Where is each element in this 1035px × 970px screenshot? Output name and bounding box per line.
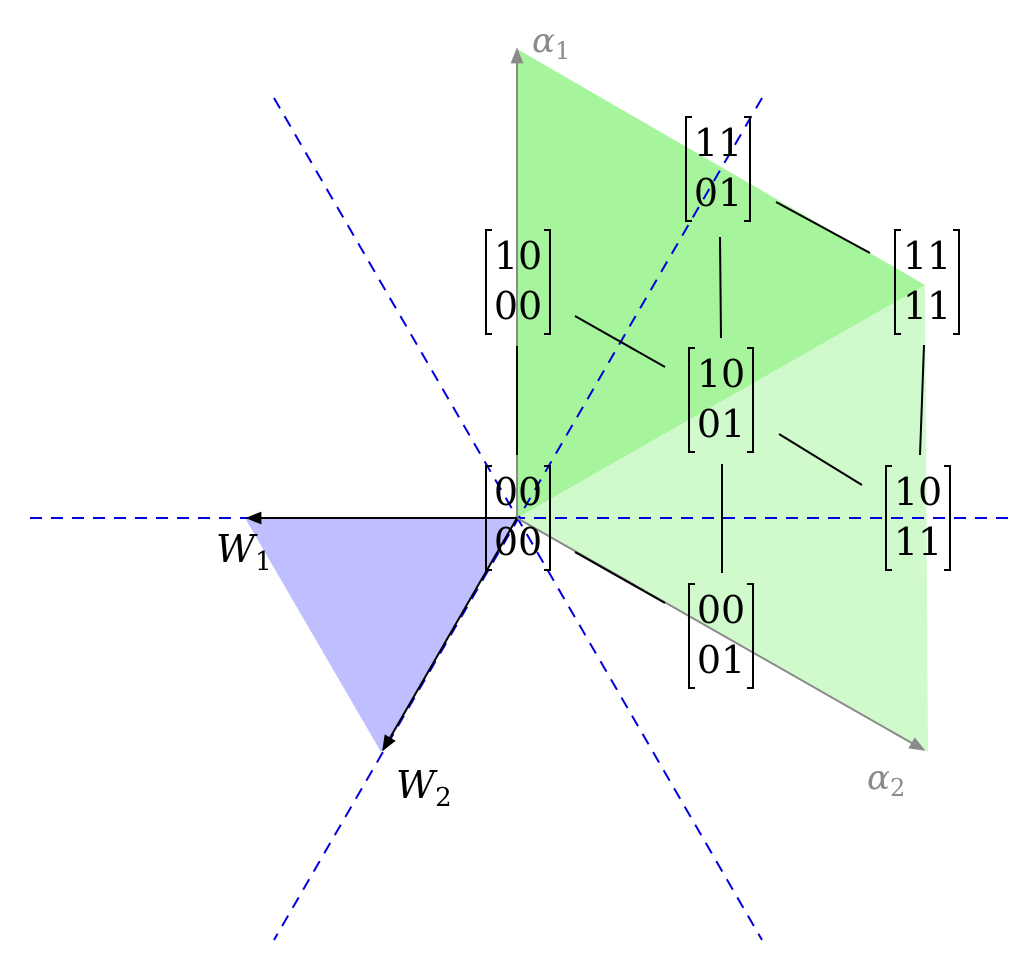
matrix-top-row: 10 (494, 234, 542, 278)
matrix-11-11: 11 11 (894, 229, 960, 335)
hasse-edges (516, 201, 925, 604)
matrix-top-row: 11 (903, 234, 951, 278)
matrix-top-row: 11 (694, 121, 742, 165)
matrix-10-01: 10 01 (688, 347, 754, 453)
matrix-bottom-row: 00 (494, 284, 542, 328)
edge-1001-1011 (778, 433, 863, 486)
matrix-bottom-row: 00 (494, 520, 542, 564)
edge-1101-1111 (775, 201, 871, 254)
matrix-top-row: 00 (697, 588, 745, 632)
edge-0000-0001 (574, 551, 666, 604)
w2-arrow (382, 517, 518, 752)
matrix-bottom-row: 11 (903, 284, 951, 328)
blue-triangle (245, 518, 517, 752)
matrix-00-01: 00 01 (688, 583, 754, 689)
matrix-10-11: 10 11 (885, 465, 951, 571)
matrix-bottom-row: 01 (697, 638, 745, 682)
matrix-top-row: 10 (697, 352, 745, 396)
matrix-bottom-row: 01 (694, 171, 742, 215)
matrix-bottom-row: 11 (894, 520, 942, 564)
alpha1-label: α1 (532, 21, 570, 65)
w1-label: W1 (216, 527, 272, 577)
matrix-11-01: 11 01 (685, 116, 751, 222)
matrix-top-row: 10 (894, 470, 942, 514)
matrix-00-00: 00 00 (485, 465, 551, 571)
edge-1011-1111 (919, 344, 925, 456)
matrix-10-00: 10 00 (485, 229, 551, 335)
matrix-bottom-row: 01 (697, 402, 745, 446)
edge-1000-1001 (574, 315, 666, 368)
w2-label: W2 (396, 763, 452, 813)
matrix-top-row: 00 (494, 470, 542, 514)
alpha2-label: α2 (867, 758, 905, 802)
edge-1001-1101 (719, 236, 722, 339)
